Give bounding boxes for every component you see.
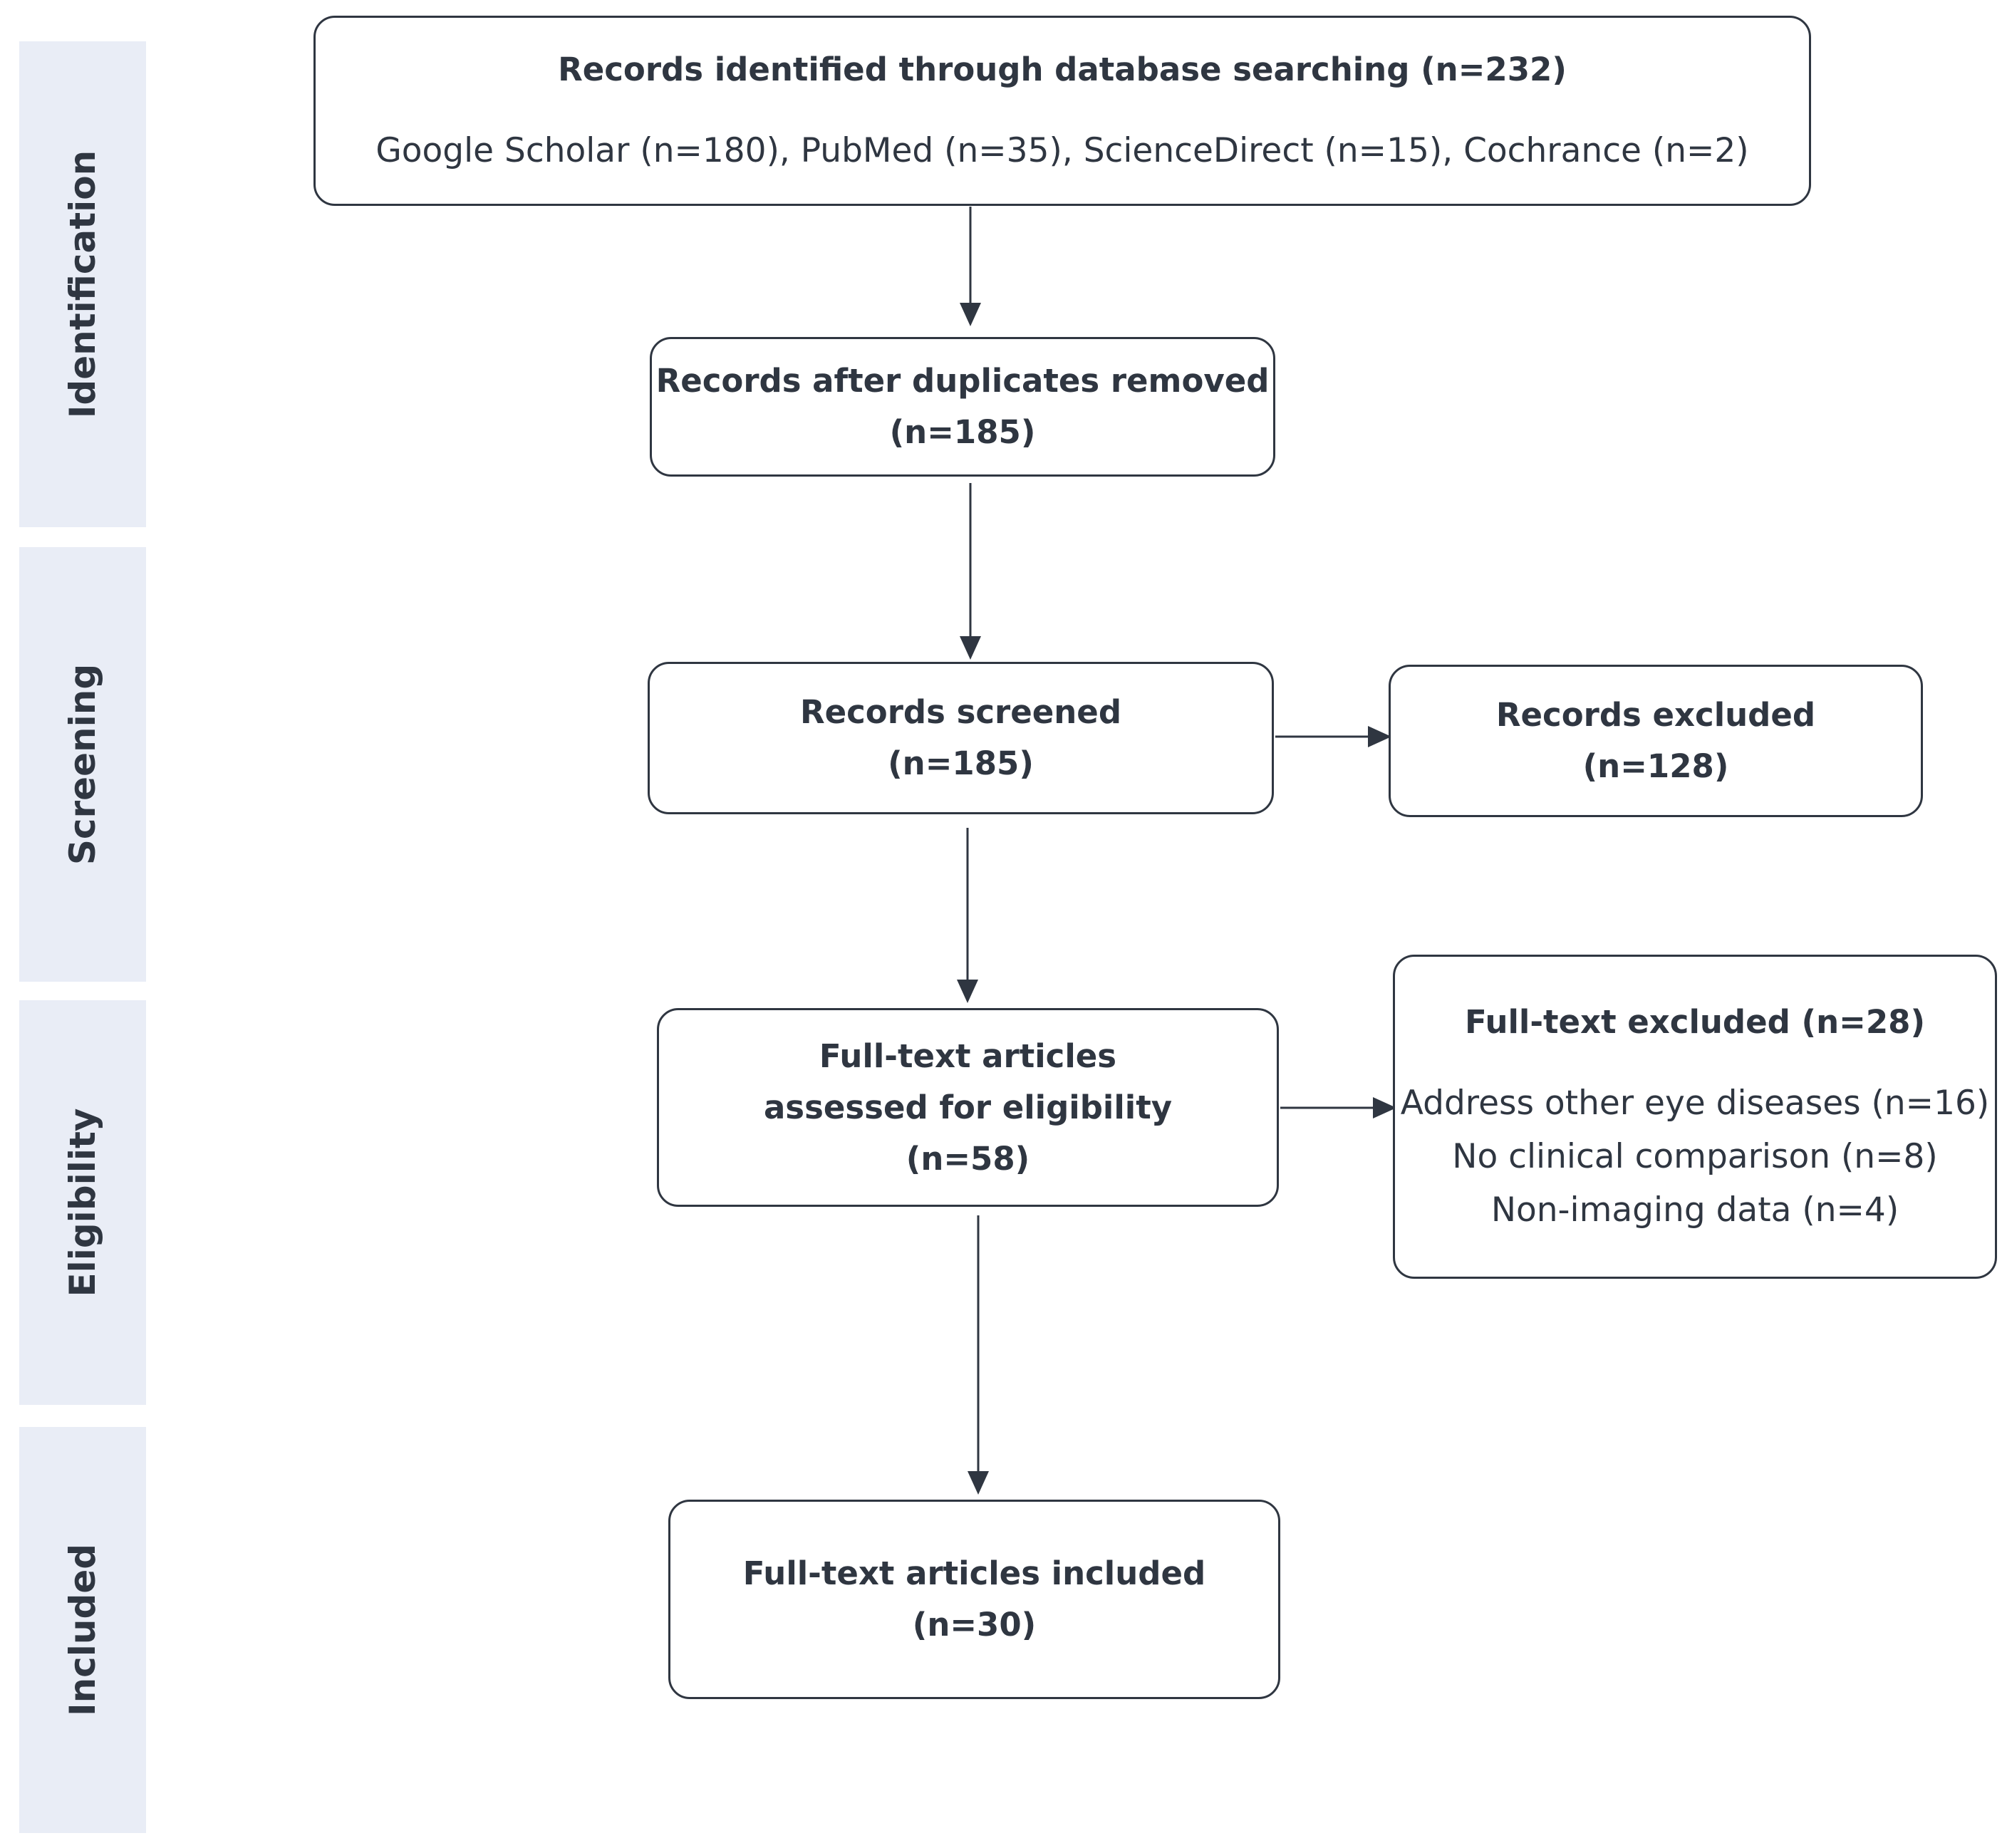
box-records-identified: Records identified through database sear… <box>313 16 1811 206</box>
records-excluded-label: Records excluded <box>1495 696 1816 734</box>
records-screened-label: Records screened <box>799 693 1122 731</box>
stage-band-identification: Identification <box>19 41 146 527</box>
fulltext-assessed-count: (n=58) <box>906 1139 1030 1178</box>
exclusion-reason: Non-imaging data (n=4) <box>1490 1190 1899 1230</box>
fulltext-included-label: Full-text articles included <box>742 1554 1206 1592</box>
fulltext-excluded-title: Full-text excluded (n=28) <box>1464 1003 1926 1041</box>
stage-band-included: Included <box>19 1427 146 1833</box>
records-identified-title: Records identified through database sear… <box>558 51 1567 88</box>
fulltext-included-count: (n=30) <box>912 1606 1037 1644</box>
records-excluded-count: (n=128) <box>1582 747 1729 785</box>
records-identified-sources: Google Scholar (n=180), PubMed (n=35), S… <box>375 131 1749 170</box>
fulltext-assessed-line1: Full-text articles <box>819 1037 1117 1075</box>
box-records-excluded: Records excluded (n=128) <box>1389 665 1923 817</box>
records-screened-count: (n=185) <box>888 744 1034 782</box>
box-records-screened: Records screened (n=185) <box>648 662 1274 814</box>
box-fulltext-excluded: Full-text excluded (n=28) Address other … <box>1393 955 1997 1279</box>
fulltext-assessed-line2: assessed for eligibility <box>763 1088 1173 1126</box>
exclusion-reason: Address other eye diseases (n=16) <box>1400 1084 1990 1123</box>
duplicates-removed-label: Records after duplicates removed <box>655 362 1270 400</box>
stage-band-eligibility: Eligibility <box>19 1000 146 1405</box>
exclusion-reason: No clinical comparison (n=8) <box>1452 1137 1938 1176</box>
stage-band-screening: Screening <box>19 547 146 982</box>
box-duplicates-removed: Records after duplicates removed (n=185) <box>650 337 1275 477</box>
box-fulltext-assessed: Full-text articles assessed for eligibil… <box>657 1008 1279 1207</box>
box-fulltext-included: Full-text articles included (n=30) <box>668 1500 1280 1699</box>
duplicates-removed-count: (n=185) <box>889 413 1036 451</box>
